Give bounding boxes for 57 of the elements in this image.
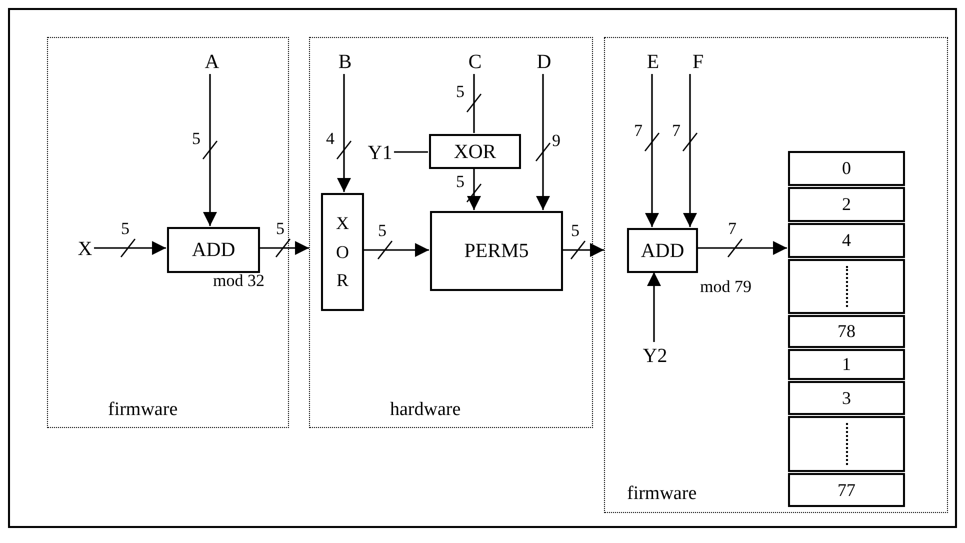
dotted-panel [604, 37, 948, 513]
panel-label: hardware [390, 398, 461, 422]
memory-cell: 1 [788, 349, 905, 380]
bus-width-label: 5 [275, 220, 286, 237]
xor-box: X O R [321, 193, 364, 311]
dotted-panel [47, 37, 289, 428]
bus-width-label: 5 [191, 130, 202, 147]
bus-width-label: 5 [570, 222, 580, 239]
memory-cell: 77 [788, 473, 905, 507]
adder-box: ADD [167, 227, 260, 273]
panel-label: firmware [108, 398, 178, 422]
bus-width-label: 5 [455, 83, 466, 100]
bus-arrow [259, 241, 309, 255]
modulus-label: mod 32 [213, 272, 264, 289]
bus-width-label: 7 [727, 220, 738, 237]
memory-cell: 78 [788, 315, 905, 348]
bus-arrow [645, 74, 659, 227]
bus-line [473, 74, 475, 133]
signal-label: Y1 [365, 140, 395, 166]
signal-label: D [534, 49, 554, 75]
bus-arrow [562, 243, 604, 257]
bus-arrow [203, 74, 217, 226]
signal-label: A [202, 49, 222, 75]
bus-arrow [647, 272, 661, 342]
bus-arrow [697, 241, 787, 255]
modulus-label: mod 79 [700, 278, 752, 295]
bus-arrow [94, 241, 166, 255]
bus-width-label: 7 [633, 122, 644, 139]
memory-cell: 3 [788, 381, 905, 415]
bus-width-label: 5 [120, 220, 130, 237]
bus-width-label: 5 [377, 222, 388, 239]
signal-label: C [465, 49, 485, 75]
signal-label: F [688, 49, 708, 75]
bus-width-label: 7 [671, 122, 682, 139]
panel-label: firmware [627, 482, 697, 506]
bus-arrow [467, 168, 481, 210]
bus-arrow [536, 74, 550, 210]
memory-cell [788, 259, 905, 314]
memory-cell: 4 [788, 223, 905, 258]
signal-label: E [643, 49, 663, 75]
xor-box: XOR [429, 134, 521, 169]
signal-label: Y2 [641, 343, 669, 369]
bus-width-label: 5 [455, 173, 466, 190]
signal-label: B [335, 49, 355, 75]
dotted-panel [309, 37, 593, 428]
bus-arrow [363, 243, 429, 257]
memory-cell: 2 [788, 187, 905, 222]
bus-width-label: 9 [551, 132, 562, 149]
signal-label: X [75, 236, 95, 262]
bus-arrow [683, 74, 697, 227]
permutation-box: PERM5 [430, 211, 563, 291]
bus-arrow [337, 74, 351, 192]
memory-cell: 0 [788, 151, 905, 186]
memory-cell [788, 416, 905, 472]
adder-box: ADD [627, 228, 698, 273]
bus-line [394, 151, 428, 153]
bus-width-label: 4 [325, 130, 336, 147]
